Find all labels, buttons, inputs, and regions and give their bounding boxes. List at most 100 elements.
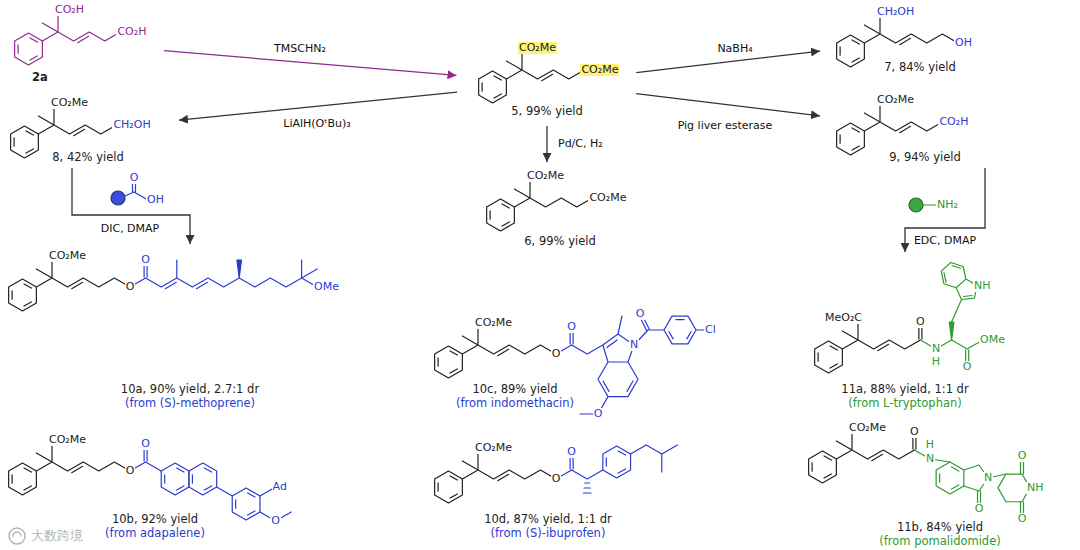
- reaction-arrow: [546, 126, 547, 162]
- aryl-ring: [232, 488, 260, 520]
- atom-label: Ad: [272, 481, 288, 493]
- atom-label: O: [125, 281, 136, 293]
- atom-label: N: [931, 343, 941, 355]
- atom-label: N: [983, 472, 993, 484]
- atom-label: Cl: [704, 324, 717, 336]
- atom-label: CO₂Me: [848, 422, 887, 434]
- bond-lines: [920, 263, 982, 368]
- bond-lines: [462, 454, 556, 481]
- structure-11b: [809, 432, 1030, 519]
- atom-label: CO₂Me: [474, 442, 513, 454]
- chlorophenyl-ring: [664, 316, 696, 344]
- reagent-label: Pig liver esterase: [676, 119, 775, 132]
- atom-label: O: [140, 438, 151, 450]
- bond-lines: [130, 260, 317, 289]
- phenyl-ring: [809, 451, 837, 483]
- atom-label: OMe: [979, 334, 1006, 346]
- reagent-label: LiAlH(OᵗBu)₃: [281, 117, 352, 130]
- atom-label: CO₂Me: [588, 192, 627, 204]
- atom-label: CH₂OH: [112, 119, 151, 131]
- atom-label: O: [962, 361, 973, 373]
- atom-label: O: [635, 308, 646, 320]
- compound-node: 10c, 89% yield(from indomethacin): [428, 308, 728, 424]
- phenyl-ring: [9, 279, 37, 311]
- naphthalene-ring: [161, 463, 189, 495]
- source-caption: (from (S)-methoprene): [125, 396, 255, 410]
- compound-caption: 10b, 92% yield: [112, 512, 198, 526]
- structure-10d: [435, 445, 678, 503]
- structure-6: [487, 182, 593, 231]
- structure-10c: [435, 313, 708, 414]
- source-caption: (from pomalidomide): [879, 534, 1000, 548]
- atom-label: CO₂Me: [48, 434, 87, 446]
- logo-arc: [13, 532, 21, 536]
- phenyl-ring: [11, 126, 39, 158]
- bond-lines: [914, 450, 1023, 519]
- bond-lines: [506, 54, 584, 81]
- phenyl-ring: [479, 71, 507, 103]
- atom-label: O: [140, 254, 151, 266]
- bond-lines: [462, 329, 556, 356]
- phenyl-ring: [15, 33, 43, 65]
- atom-label: CO₂Me: [518, 42, 557, 54]
- bond-lines: [864, 106, 942, 133]
- phenyl-ring: [435, 471, 463, 503]
- compound-node: 8, 42% yield: [4, 90, 179, 168]
- atom-label: O: [915, 316, 926, 328]
- bond-lines: [36, 446, 130, 473]
- compound-caption: 10c, 89% yield: [472, 382, 557, 396]
- bond-lines: [514, 182, 592, 207]
- wedge-bond: [237, 260, 242, 278]
- compound-caption: 2a: [32, 70, 48, 84]
- compound-caption: 11a, 88% yield, 1:1 dr: [841, 382, 968, 396]
- phenyl-ring: [837, 35, 865, 67]
- aryl-ring: [603, 446, 631, 478]
- source-caption: (from adapalene): [105, 526, 205, 540]
- structure-9: [837, 106, 943, 155]
- structure-10a: [9, 260, 318, 311]
- atom-label: CO₂Me: [876, 94, 915, 106]
- bond-lines: [836, 432, 916, 461]
- atom-label: CO₂H: [938, 116, 969, 128]
- reagent-label: Pd/C, H₂: [556, 137, 605, 150]
- compound-caption: 9, 94% yield: [889, 150, 960, 164]
- atom-label: O: [129, 172, 140, 184]
- bond-lines: [556, 313, 708, 414]
- atom-label: N: [925, 453, 935, 465]
- bond-lines: [864, 18, 958, 45]
- atom-label: O: [1017, 450, 1028, 462]
- reagent-label: DIC, DMAP: [99, 222, 162, 235]
- atom-label: OH: [146, 194, 165, 206]
- atom-label: CO₂Me: [50, 97, 89, 109]
- aryl-ring: [936, 462, 964, 494]
- logo-circle: [9, 528, 25, 544]
- compound-caption: 6, 99% yield: [524, 234, 595, 248]
- compound-caption: 10d, 87% yield, 1:1 dr: [484, 512, 612, 526]
- phenyl-ring: [435, 346, 463, 378]
- atom-label: NH: [1026, 482, 1045, 494]
- atom-label: O: [909, 426, 920, 438]
- source-caption: (from L-tryptophan): [848, 396, 962, 410]
- atom-label: O: [566, 321, 577, 333]
- substituent-ball: [909, 198, 923, 212]
- phenyl-ring: [487, 199, 515, 231]
- structure-11a: [815, 263, 983, 374]
- atom-label: H: [931, 356, 941, 368]
- compound-node: 10d, 87% yield, 1:1 dr(from (S)-ibuprofe…: [428, 436, 693, 546]
- atom-label: OH: [954, 37, 973, 49]
- bond-lines: [842, 322, 922, 351]
- compound-node: 11a, 88% yield, 1:1 dr(from L-tryptophan…: [812, 252, 1074, 412]
- atom-label: O: [1017, 513, 1028, 525]
- phenyl-ring: [9, 463, 37, 495]
- atom-label: CO₂Me: [526, 170, 565, 182]
- source-caption: (from indomethacin): [456, 396, 574, 410]
- reagent-label: TMSCHN₂: [272, 42, 328, 55]
- bond-lines: [38, 109, 116, 136]
- atom-label: H: [925, 439, 935, 451]
- structure-2a: [15, 16, 121, 65]
- bond-lines: [42, 16, 120, 43]
- atom-label: O: [974, 503, 985, 515]
